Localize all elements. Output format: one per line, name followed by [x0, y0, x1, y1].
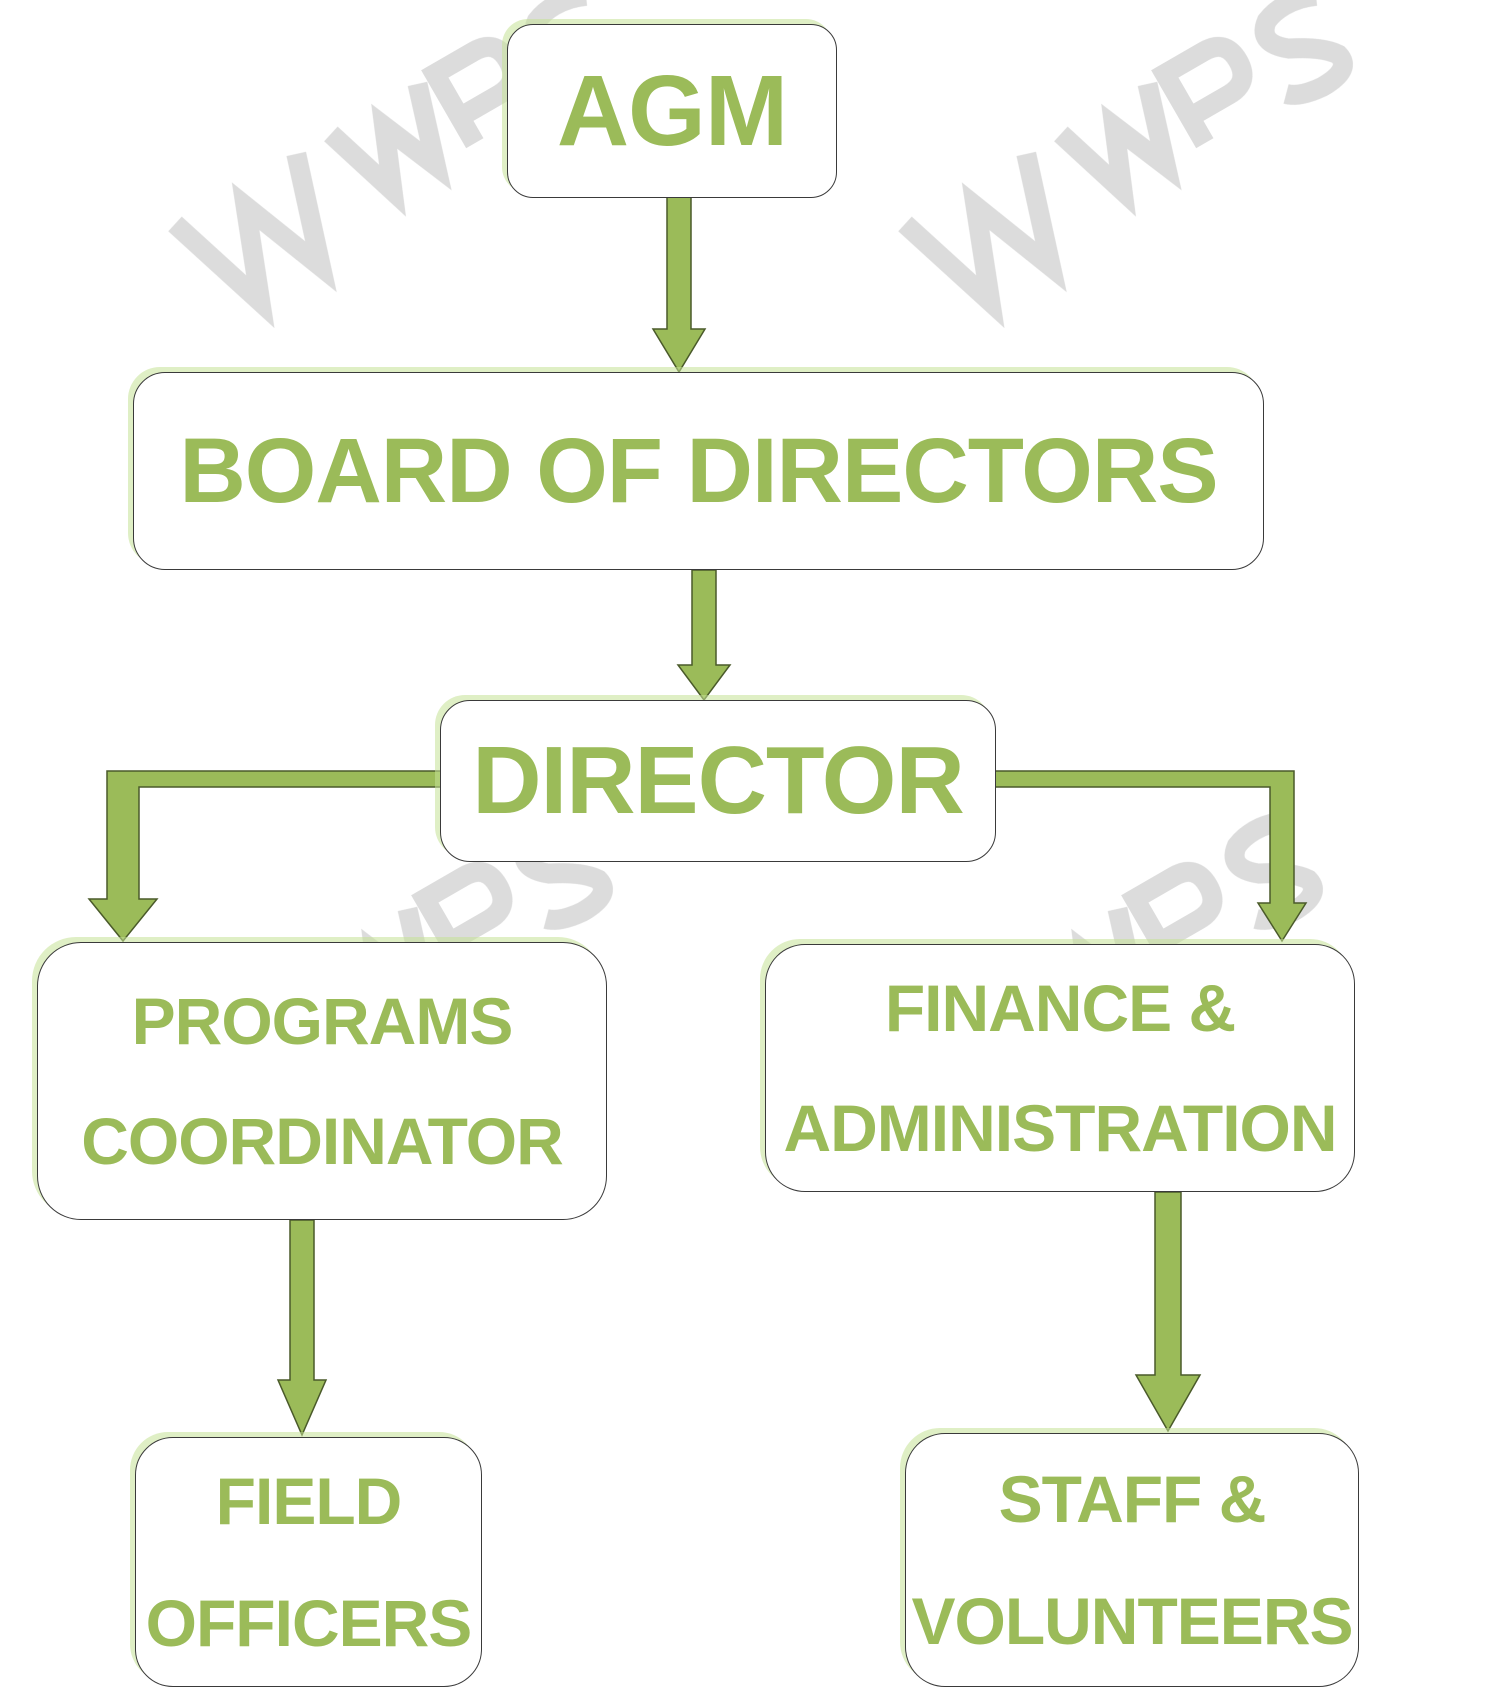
node-field-label-line1: FIELD [215, 1464, 403, 1538]
node-programs-label-line2: COORDINATOR [81, 1104, 564, 1178]
node-director: DIRECTOR [440, 700, 996, 862]
node-board-of-directors: BOARD OF DIRECTORS [133, 372, 1264, 570]
arrow-programs-to-field [276, 1219, 328, 1437]
node-finance-administration: FINANCE & ADMINISTRATION [765, 944, 1355, 1192]
arrow-agm-to-board [651, 196, 707, 374]
node-programs-coordinator: PROGRAMS COORDINATOR [37, 942, 607, 1220]
node-programs-label-line1: PROGRAMS [131, 984, 514, 1058]
arrow-director-to-finance [993, 770, 1308, 943]
node-staff-volunteers: STAFF & VOLUNTEERS [905, 1433, 1359, 1687]
node-agm-label: AGM [556, 54, 788, 167]
node-agm: AGM [507, 24, 837, 198]
node-staff-label-line2: VOLUNTEERS [911, 1584, 1353, 1658]
node-finance-label-line1: FINANCE & [884, 971, 1236, 1045]
node-field-officers: FIELD OFFICERS [135, 1437, 482, 1687]
node-board-label: BOARD OF DIRECTORS [179, 419, 1218, 522]
node-field-label-line2: OFFICERS [145, 1586, 473, 1660]
node-director-label: DIRECTOR [472, 727, 965, 834]
arrow-director-to-programs [87, 770, 443, 943]
arrow-board-to-director [676, 569, 732, 702]
node-finance-label-line2: ADMINISTRATION [783, 1091, 1337, 1165]
arrow-finance-to-staff [1134, 1191, 1202, 1433]
node-staff-label-line1: STAFF & [998, 1462, 1267, 1536]
